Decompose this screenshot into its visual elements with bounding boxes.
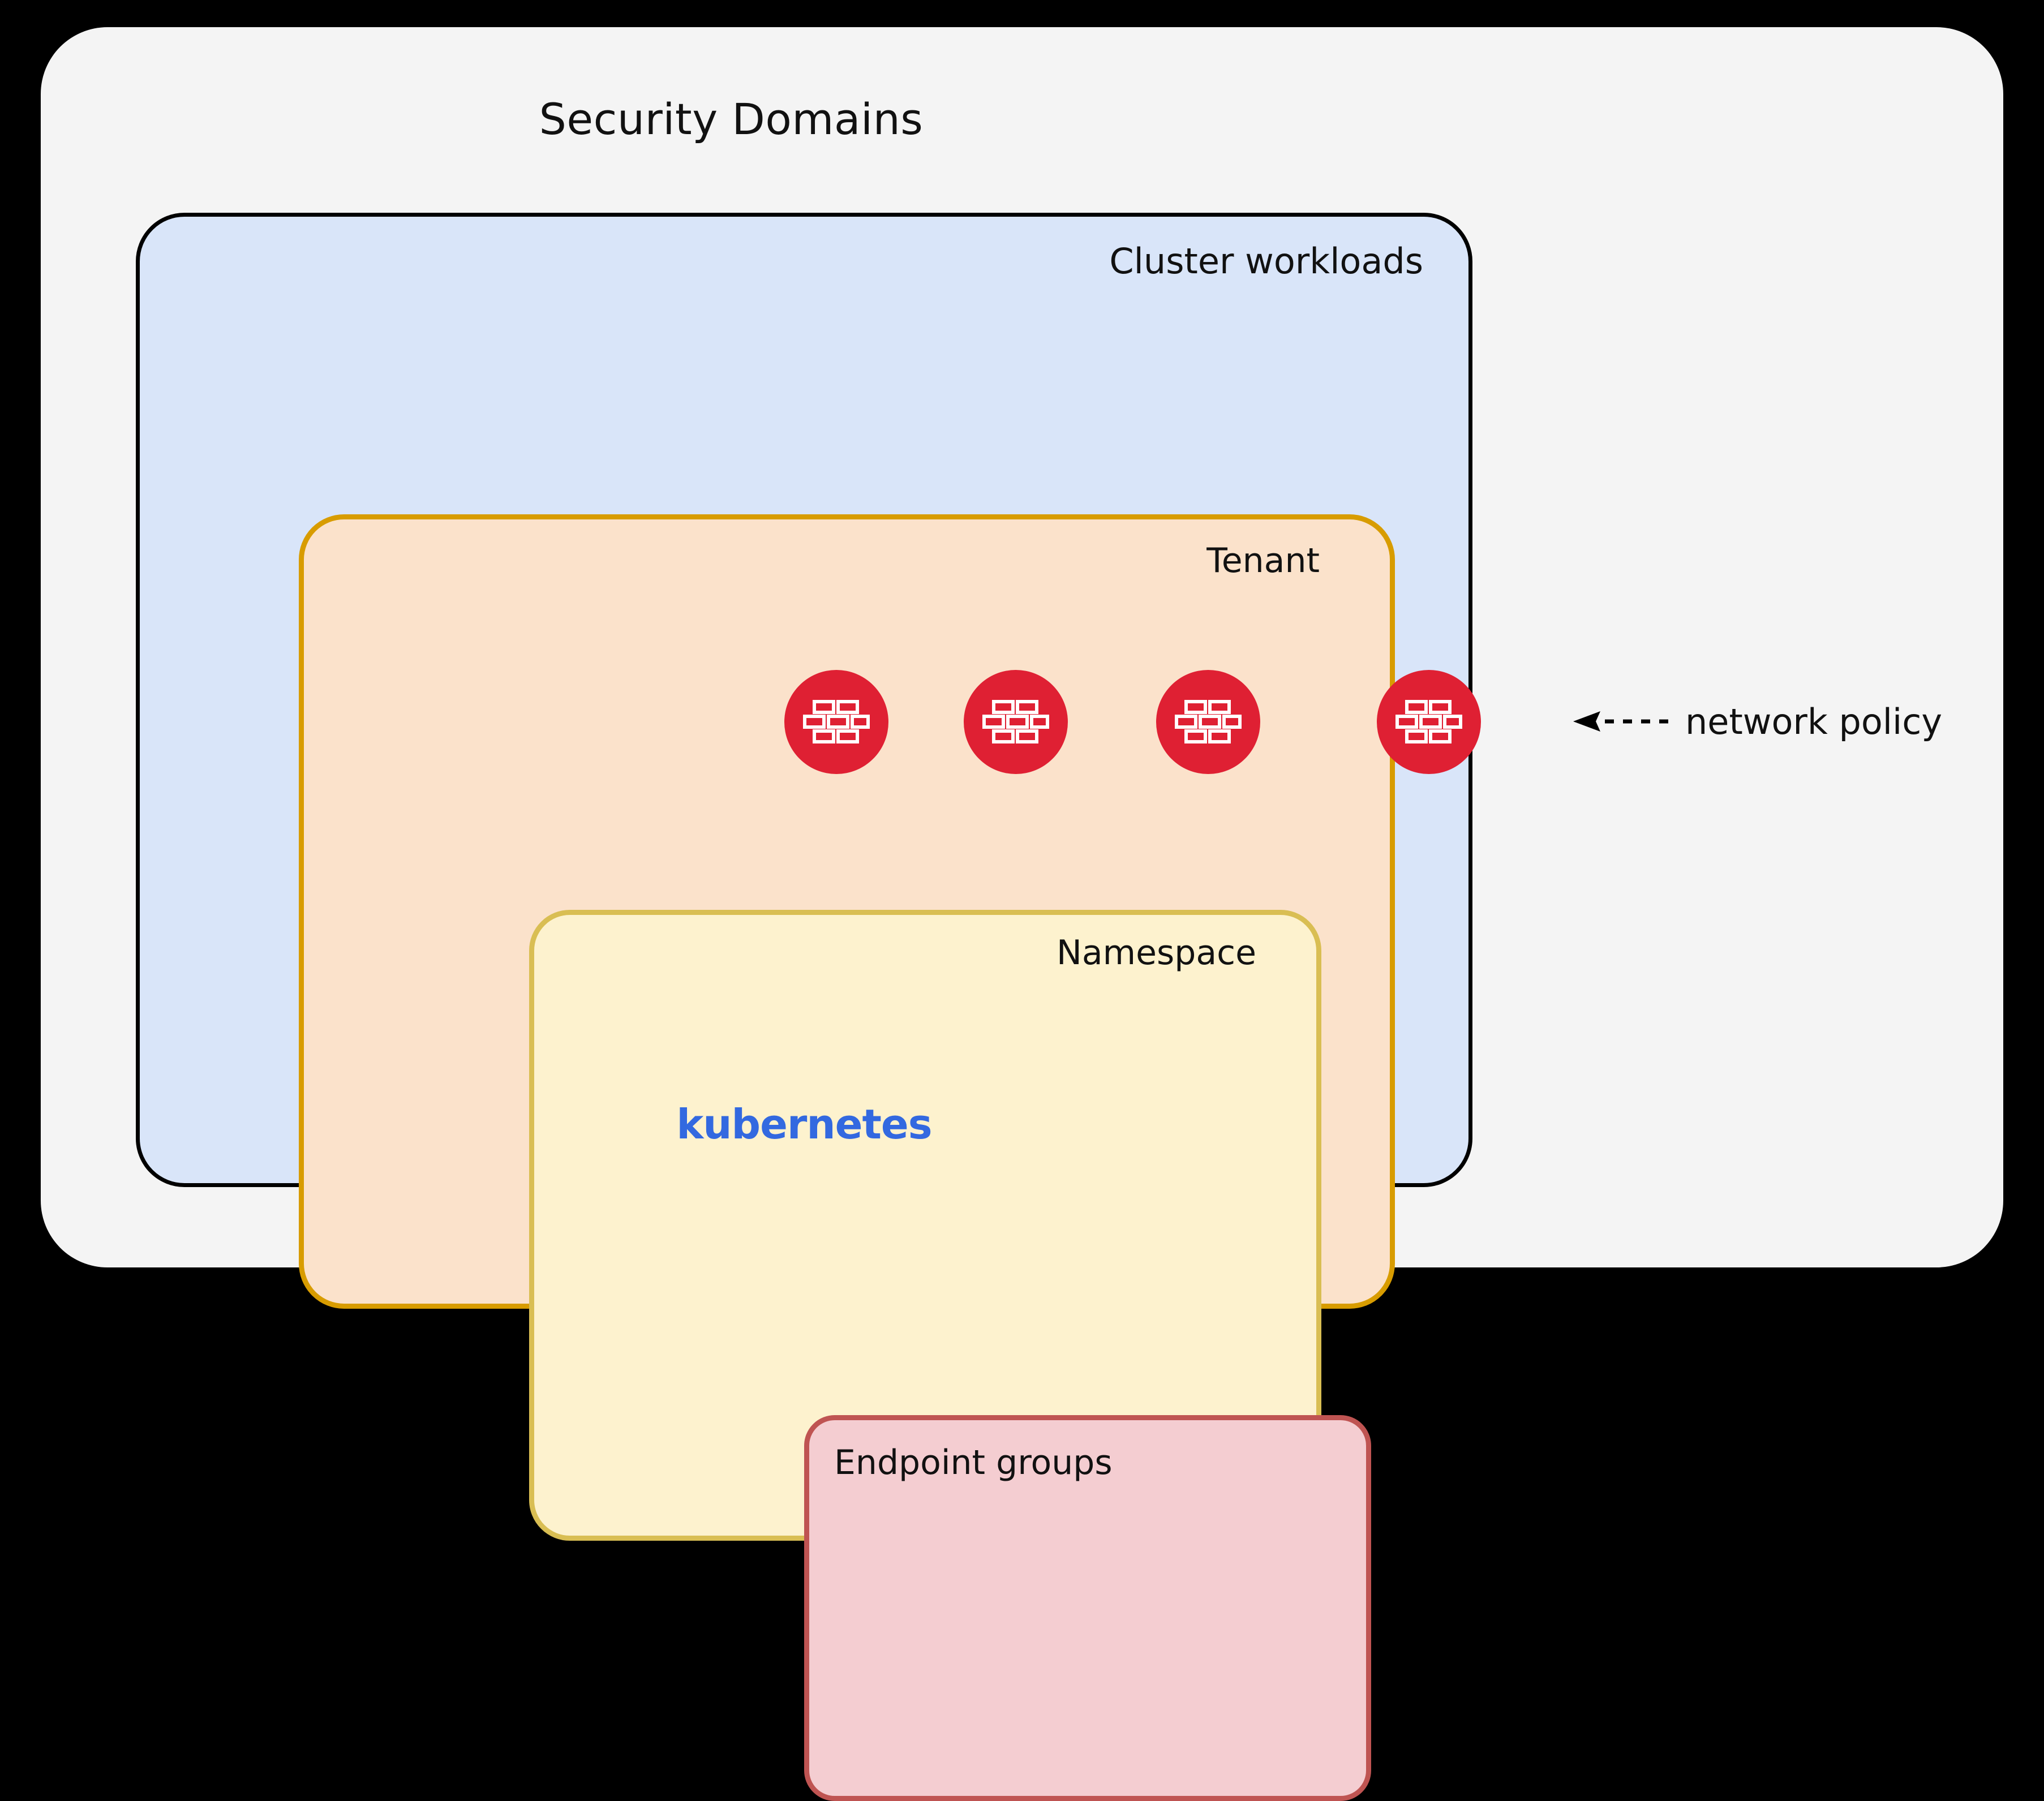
dashed-arrow-left-icon [1573,711,1668,732]
diagram-canvas: Security Domains Cluster workloads Tenan… [41,27,2003,1801]
firewall-icon [1377,670,1481,774]
network-policy-label: network policy [1685,700,1943,742]
kubernetes-wordmark: kubernetes [676,1101,932,1148]
endpoint-groups-box: Endpoint groups [804,1415,1371,1801]
cluster-workloads-label: Cluster workloads [1109,240,1423,282]
page-title: Security Domains [539,94,924,144]
brick-wall-icon [1395,700,1462,743]
network-policy-annotation: network policy [1569,698,1942,745]
brick-wall-icon [803,700,870,743]
brick-wall-icon [1175,700,1242,743]
firewall-icon [1156,670,1260,774]
namespace-label: Namespace [1056,933,1256,973]
tenant-label: Tenant [1206,541,1320,581]
endpoint-groups-label: Endpoint groups [834,1443,1113,1482]
security-domains-panel: Security Domains Cluster workloads Tenan… [41,27,2003,1801]
brick-wall-icon [982,700,1049,743]
firewall-icon [964,670,1068,774]
firewall-icon [784,670,888,774]
tenant-box: Tenant Namespace Endpoint groups [299,514,1395,1801]
namespace-box: Namespace Endpoint groups [529,910,1371,1801]
